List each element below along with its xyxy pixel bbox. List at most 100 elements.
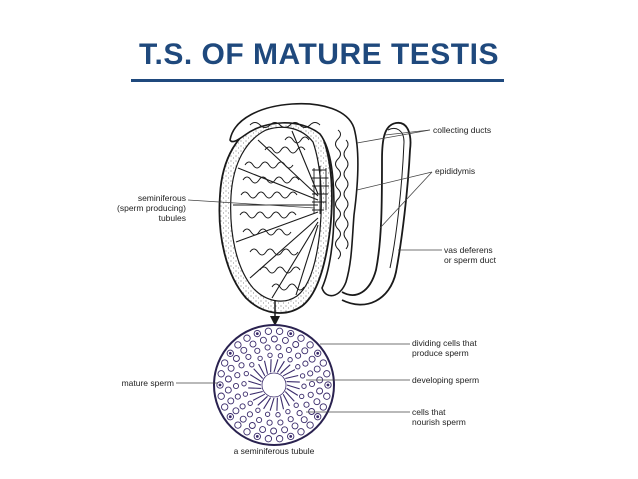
label-seminiferous: seminiferous (sperm producing) tubules xyxy=(100,193,186,223)
tubule-cell xyxy=(259,336,267,344)
sperm-tail xyxy=(280,364,291,375)
tubule-cell xyxy=(241,381,247,387)
sperm-tail xyxy=(273,359,279,373)
label-epididymis: epididymis xyxy=(435,166,476,176)
sperm-tail xyxy=(252,393,266,401)
tubule-cell xyxy=(302,360,309,367)
tubule-cell xyxy=(308,408,316,415)
tubule-cell xyxy=(291,422,299,430)
tubule-cell xyxy=(285,408,291,415)
tubule-cell xyxy=(270,335,278,343)
sperm-tail xyxy=(284,391,295,402)
tubule-cell-nucleus xyxy=(316,351,320,355)
tubule-cell xyxy=(297,428,305,436)
sperm-tail xyxy=(263,360,269,374)
label-dividing-cells: dividing cells that produce sperm xyxy=(412,338,477,358)
tubule-cell xyxy=(292,341,300,348)
tubule-cell xyxy=(242,391,249,397)
tubule-cell xyxy=(257,355,263,362)
tubule-cell xyxy=(227,397,235,405)
tubule-cell xyxy=(246,411,253,418)
sperm-tail xyxy=(286,387,299,396)
tubule-cell xyxy=(234,372,241,379)
tubule-cell xyxy=(275,344,282,351)
sperm-tail xyxy=(263,397,272,410)
seminiferous-tubules xyxy=(239,136,310,291)
label-dividing-cells-line1: dividing cells that xyxy=(412,338,477,348)
label-collecting-ducts: collecting ducts xyxy=(433,125,492,135)
tubule-cell-nucleus xyxy=(289,435,293,438)
tubule-cell xyxy=(306,421,314,429)
tubule-cell xyxy=(264,327,273,335)
tubule-cell xyxy=(299,393,305,400)
tubule-cell-nucleus xyxy=(255,435,259,438)
sperm-tail xyxy=(269,397,275,411)
tubule-cell xyxy=(238,362,245,369)
tubule-cell xyxy=(232,382,240,390)
tubule-cell xyxy=(281,426,289,434)
tubule-cell xyxy=(275,327,284,335)
sperm-tail xyxy=(286,384,300,390)
rete-testis xyxy=(312,166,329,214)
tubule-cell xyxy=(243,334,251,342)
tubule-cell xyxy=(299,373,306,379)
tubule-cell xyxy=(267,352,273,358)
tubule-cell xyxy=(287,416,294,423)
tubule-cell xyxy=(307,370,314,377)
tubule-cell-nucleus xyxy=(326,383,330,387)
tubule-cell xyxy=(224,386,232,394)
sperm-tail xyxy=(276,360,285,373)
collecting-duct-coils xyxy=(249,122,349,260)
label-vas-deferens: vas deferens or sperm duct xyxy=(444,245,496,265)
tubule-cell xyxy=(275,412,281,418)
label-cells-nourish: cells that nourish sperm xyxy=(412,407,466,427)
label-seminiferous-line3: tubules xyxy=(158,213,186,223)
tubule-cell xyxy=(247,400,253,406)
tubule-cell xyxy=(296,410,303,417)
testis-inner xyxy=(230,126,322,302)
sperm-tail xyxy=(248,387,262,389)
tubule-cell xyxy=(232,355,240,362)
label-vas-deferens-line2: or sperm duct xyxy=(444,255,496,265)
vas-deferens-tube xyxy=(341,122,412,306)
tubule-cell xyxy=(295,364,301,370)
sperm-tail xyxy=(285,374,299,380)
tubule-cell xyxy=(316,387,324,395)
tubule-cell xyxy=(319,359,327,367)
tubule-cell xyxy=(313,398,321,406)
tubule-cell xyxy=(319,403,327,411)
label-seminiferous-line1: seminiferous xyxy=(137,193,186,203)
tubule-cell xyxy=(293,402,299,408)
tubule-cell xyxy=(259,426,267,434)
tubule-cell xyxy=(264,435,273,443)
tubule-cell-nucleus xyxy=(289,332,293,335)
tubule-cell xyxy=(307,391,314,398)
tubule-cell-nucleus xyxy=(228,351,232,355)
section-arrow xyxy=(270,300,280,326)
tubule-cell xyxy=(254,347,261,354)
sperm-tail xyxy=(258,363,266,377)
tubule-cell xyxy=(249,362,255,368)
tubule-cell xyxy=(217,370,225,378)
tubule-cell xyxy=(308,380,316,388)
tubule-cell xyxy=(234,341,242,349)
tubule-cell xyxy=(221,359,229,367)
tubule-cell xyxy=(301,383,307,389)
tubule-cells xyxy=(216,327,332,443)
tubule-cell xyxy=(281,336,289,344)
tubule-cell xyxy=(243,370,249,377)
tubule-cell xyxy=(256,416,263,424)
sperm-tail xyxy=(282,393,290,407)
tubule-sperm-rays xyxy=(248,359,300,411)
tubule-cell xyxy=(234,421,242,429)
sperm-tail xyxy=(249,374,262,383)
label-cells-nourish-line1: cells that xyxy=(412,407,446,417)
label-seminiferous-line2: (sperm producing) xyxy=(117,203,186,213)
tubule-cell xyxy=(255,407,261,413)
sperm-tail xyxy=(286,381,300,383)
sperm-tail xyxy=(282,369,296,377)
sperm-tail xyxy=(248,380,262,386)
tubule-cell xyxy=(232,407,240,415)
tubule-cell xyxy=(227,364,235,372)
